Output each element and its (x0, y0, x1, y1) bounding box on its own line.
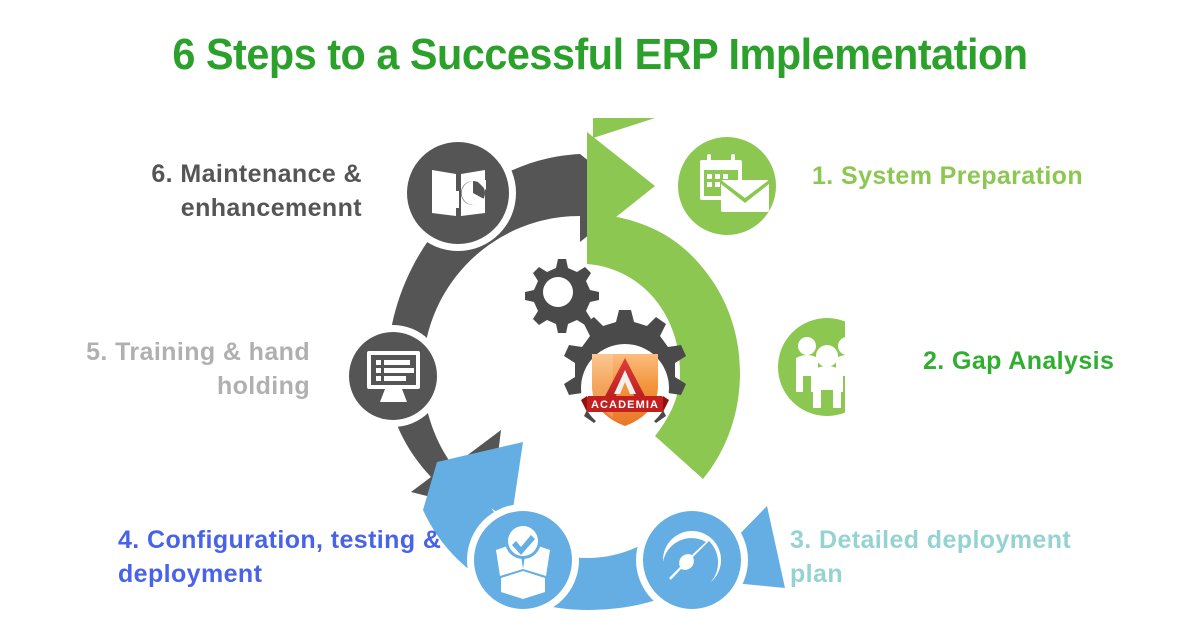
step-4-label: 4. Configuration, testing & deployment (118, 526, 442, 588)
step-4-badge[interactable] (467, 504, 579, 616)
wrench-icon (662, 531, 721, 593)
step-4-badge-circle (474, 511, 572, 609)
shield-banner-left-tail (581, 396, 587, 412)
academia-shield-logo: ACADEMIA (581, 354, 669, 426)
shield-letter-a-inner (614, 370, 636, 394)
small-gear-icon (525, 259, 599, 333)
step-2-badge[interactable] (771, 311, 883, 423)
shield-banner (587, 396, 663, 412)
step-5-label: 5. Training & hand holding (86, 338, 310, 400)
shield-brand-text: ACADEMIA (591, 399, 659, 411)
arc-green-body (587, 132, 740, 479)
step-2-label: 2. Gap Analysis (923, 347, 1115, 375)
step-5-badge[interactable] (342, 325, 444, 427)
pie-chart-glyph (461, 180, 486, 205)
shield-letter-a (603, 358, 647, 400)
arc-segment-green (587, 118, 740, 479)
step-1-label: 1. System Preparation (812, 162, 1084, 190)
presentation-screen-icon (367, 351, 420, 402)
calendar-envelope-icon (700, 154, 769, 212)
step-6-badge[interactable] (400, 135, 516, 251)
step-6-label: 6. Maintenance & enhancemennt (151, 160, 362, 222)
step-3-badge[interactable] (636, 504, 748, 616)
step-1-badge[interactable] (671, 130, 783, 242)
open-box-check-icon (496, 523, 550, 599)
page-title: 6 Steps to a Successful ERP Implementati… (172, 30, 1028, 79)
step-3-label: 3. Detailed deployment plan (790, 526, 1072, 588)
shield-banner-right-tail (663, 396, 669, 412)
